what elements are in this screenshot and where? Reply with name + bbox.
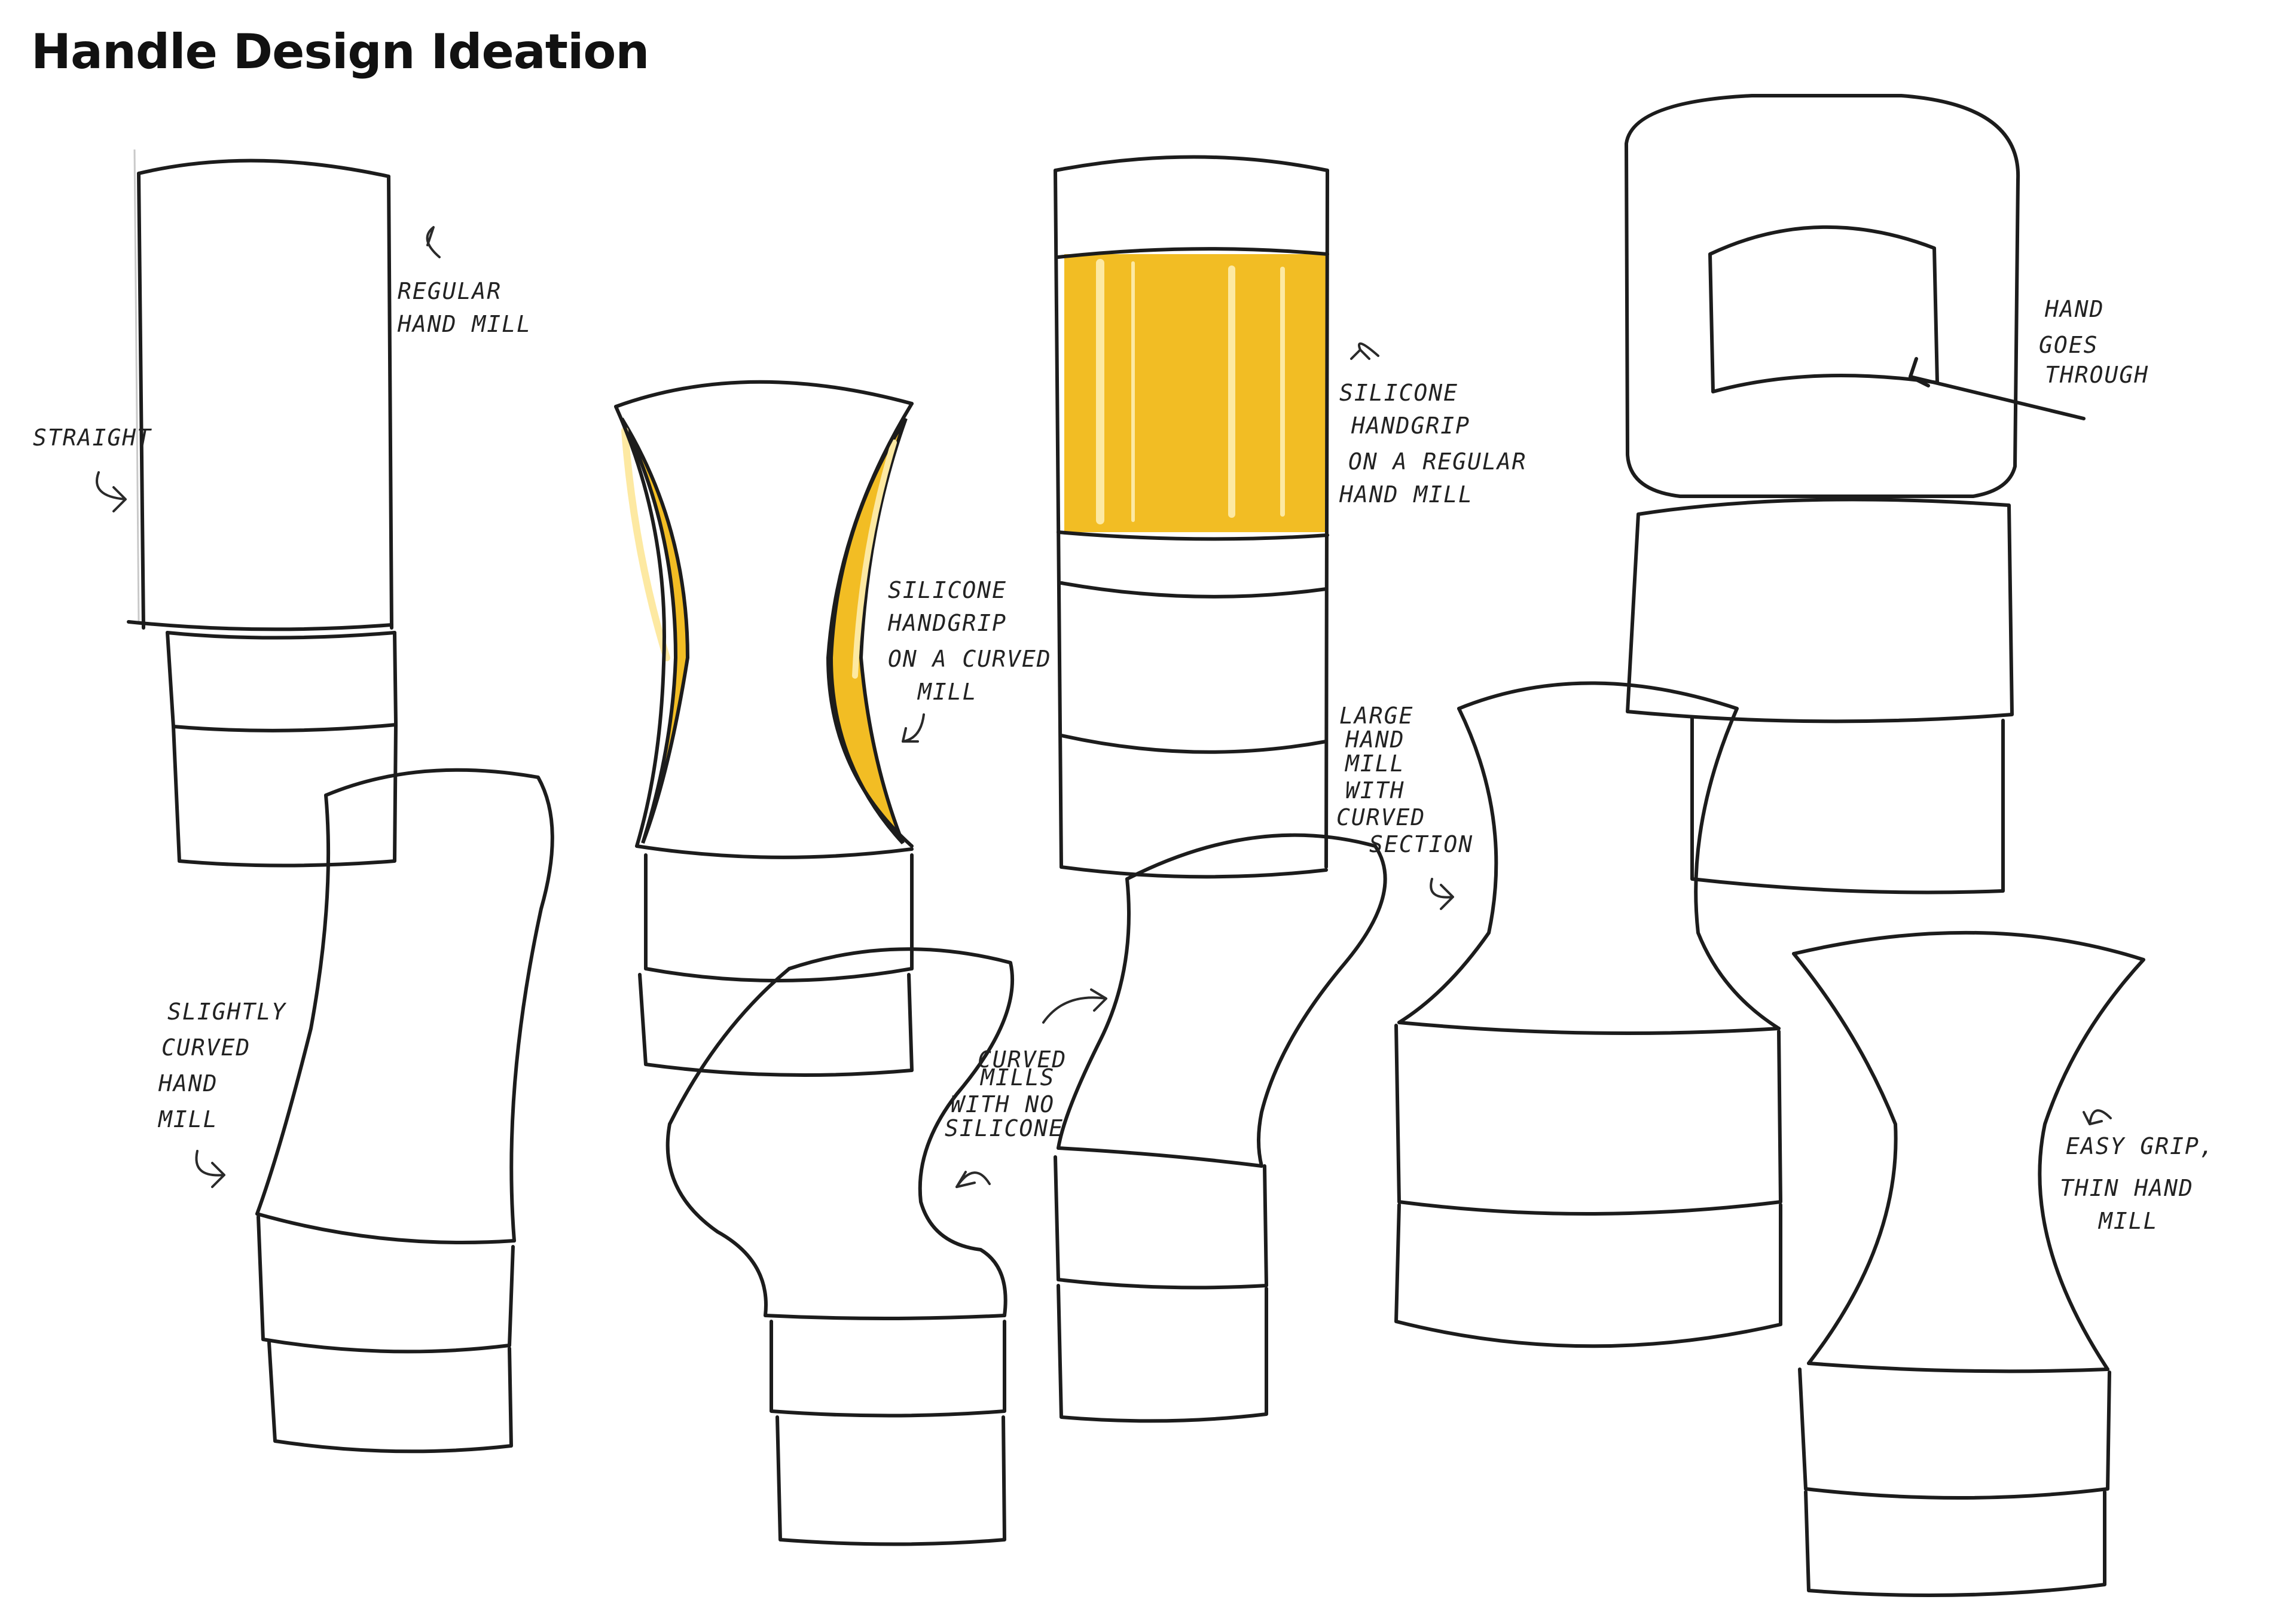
arrow-silicone-regular	[1350, 342, 1379, 360]
sketch-regular-hand-mill	[127, 149, 398, 868]
sketch-slightly-curved-mill	[255, 768, 554, 1454]
arrow-slightly-curved	[195, 1150, 225, 1188]
note-slightly-curved: SLIGHTLY CURVED HAND MILL	[157, 999, 301, 1132]
note-straight: STRAIGHT	[33, 425, 152, 451]
note-easy-grip: EASY GRIP, THIN HAND MILL	[2060, 1133, 2230, 1234]
sketch-curved-mill-no-silicone-1	[665, 947, 1014, 1546]
note-large-curved: LARGE HAND MILL WITH CURVED SECTION	[1336, 703, 1473, 857]
arrow-large-curved	[1430, 878, 1454, 910]
note-silicone-regular: SILICONE HANDGRIP ON A REGULAR HAND MILL	[1339, 380, 1541, 508]
note-silicone-curved: SILICONE HANDGRIP ON A CURVED MILL	[887, 577, 1067, 705]
sketch-silicone-curved-mill	[614, 380, 914, 1077]
page-title: Handle Design Ideation	[31, 24, 649, 80]
arrow-easy-grip	[2083, 1109, 2112, 1125]
arrow-regular-hand-mill	[426, 226, 441, 258]
sketch-large-curved-mill	[1394, 681, 1782, 1348]
arrow-curved-no-silicone	[955, 988, 1107, 1188]
sketch-silicone-regular-mill	[1054, 155, 1329, 879]
arrow-straight	[96, 471, 127, 512]
note-regular-hand-mill: REGULAR HAND MILL	[397, 278, 532, 337]
arrow-silicone-curved	[902, 713, 925, 743]
sketch-easy-grip-mill	[1792, 930, 2145, 1597]
sketch-hand-through-mill	[1625, 94, 2086, 895]
note-hand-goes-through: HAND GOES THROUGH	[2039, 296, 2149, 388]
note-curved-no-silicone: CURVED MILLS WITH NO SILICONE	[945, 1046, 1082, 1141]
sketch-curved-mill-no-silicone-2	[1054, 833, 1387, 1423]
